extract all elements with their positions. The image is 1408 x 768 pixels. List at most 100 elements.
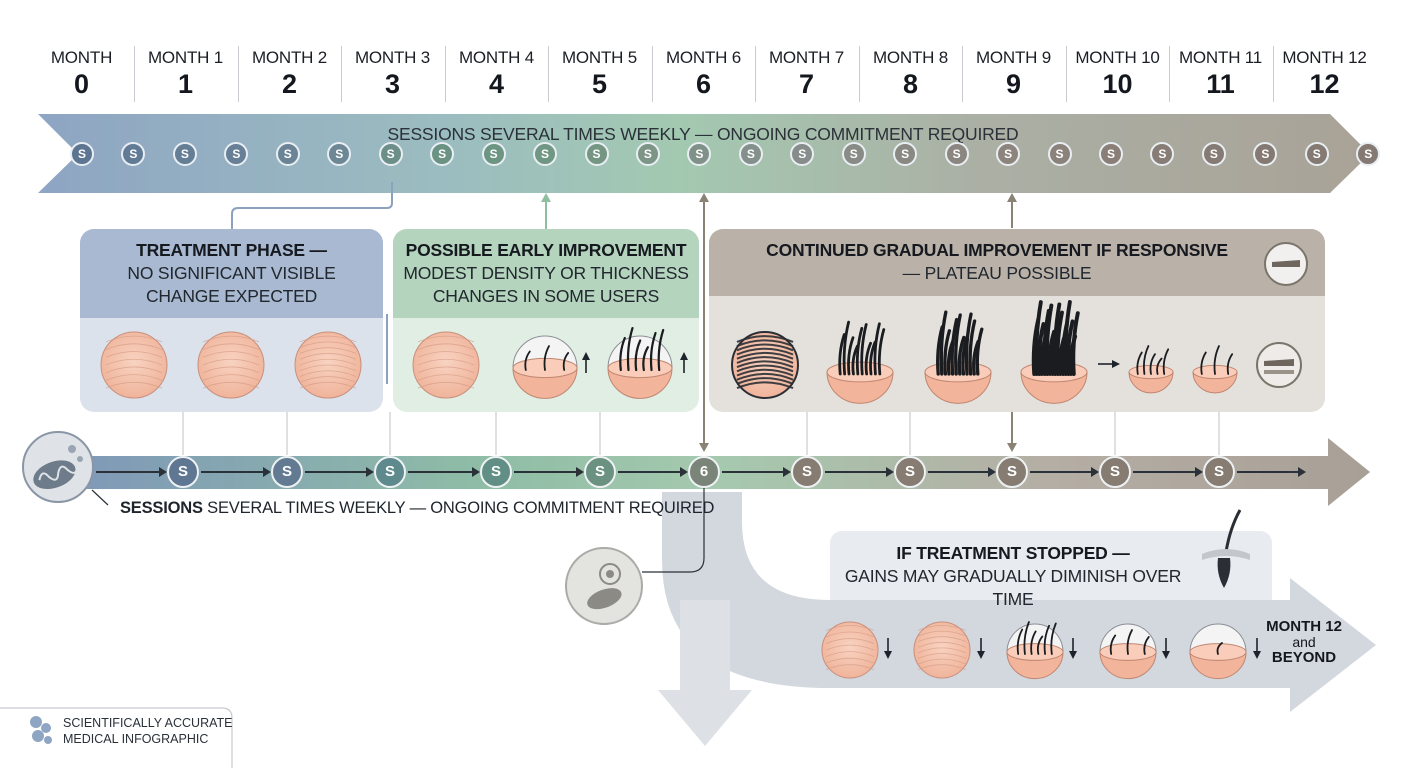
scalp-icon xyxy=(821,621,879,679)
session-marker: S xyxy=(893,142,918,166)
hair-density-icon xyxy=(1128,345,1174,394)
plateau-icon xyxy=(1256,342,1302,388)
footer-line-1: SCIENTIFICALLY ACCURATE xyxy=(63,716,233,730)
session-marker: S xyxy=(944,142,969,166)
session-marker: S xyxy=(70,142,94,166)
session-marker: S xyxy=(275,142,300,166)
session-marker: S xyxy=(738,142,763,166)
session-marker: S xyxy=(791,456,823,488)
session-marker: S xyxy=(841,142,866,166)
timeline-arrow xyxy=(618,471,680,473)
timeline-arrowhead xyxy=(988,467,996,477)
treatment-phase-sub-2: CHANGE EXPECTED xyxy=(145,286,318,306)
footer-badge: SCIENTIFICALLY ACCURATE MEDICAL INFOGRAP… xyxy=(63,715,232,747)
session-marker: S xyxy=(533,142,558,166)
hair-density-icon xyxy=(924,310,992,404)
hair-density-icon xyxy=(1192,345,1238,394)
early-improvement-sub-1: MODEST DENSITY OR THICKNESS xyxy=(403,263,689,283)
timeline-arrow xyxy=(825,471,886,473)
continued-improvement-title: CONTINUED GRADUAL IMPROVEMENT IF RESPONS… xyxy=(766,240,1228,260)
hair-density-icon xyxy=(826,320,894,404)
timeline-arrow xyxy=(305,471,366,473)
timeline-arrowhead xyxy=(886,467,894,477)
stopped-text: IF TREATMENT STOPPED — GAINS MAY GRADUAL… xyxy=(830,543,1196,611)
timeline-arrow xyxy=(408,471,472,473)
session-marker: S xyxy=(1203,456,1235,488)
continued-improvement-sub: — PLATEAU POSSIBLE xyxy=(902,263,1092,283)
timeline-arrowhead xyxy=(1195,467,1203,477)
timeline-arrow xyxy=(96,471,159,473)
scalp-icon xyxy=(100,331,168,399)
session-marker: S xyxy=(374,456,406,488)
timeline-arrow xyxy=(928,471,988,473)
timeline-arrowhead xyxy=(576,467,584,477)
session-marker: S xyxy=(584,142,609,166)
hair-follicle-icon xyxy=(1202,509,1250,588)
timeline-arrowhead xyxy=(472,467,480,477)
session-marker: S xyxy=(1201,142,1226,166)
session-marker: S xyxy=(1047,142,1072,166)
timeline-arrowhead xyxy=(1298,467,1306,477)
hair-density-icon xyxy=(1189,623,1247,680)
session-marker: S xyxy=(1150,142,1175,166)
scalp-icon xyxy=(294,331,362,399)
timeline-arrow xyxy=(1030,471,1091,473)
footer-badge-frame xyxy=(0,707,233,768)
session-marker: S xyxy=(224,142,249,166)
stopped-down-arrow xyxy=(658,600,752,746)
timeline-arrow xyxy=(201,471,263,473)
stopped-panel xyxy=(830,531,1272,600)
dna-icon xyxy=(30,716,52,744)
session-marker: S xyxy=(894,456,926,488)
hair-density-icon xyxy=(1099,623,1157,680)
mitochondria-icon xyxy=(22,431,94,503)
session-marker: S xyxy=(790,142,815,166)
lower-timeline-arrow xyxy=(70,438,1370,506)
timeline-arrow xyxy=(514,471,576,473)
session-marker: S xyxy=(430,142,455,166)
hair-density-icon xyxy=(607,326,673,399)
connector-month3 xyxy=(231,182,393,230)
session-marker: S xyxy=(1356,142,1381,166)
treatment-phase-title: TREATMENT PHASE — xyxy=(136,240,327,260)
session-marker: S xyxy=(1304,142,1329,166)
session-marker: S xyxy=(1253,142,1278,166)
session-marker: S xyxy=(996,456,1028,488)
session-marker: S xyxy=(480,456,512,488)
timeline-arrowhead xyxy=(783,467,791,477)
session-marker: S xyxy=(1099,142,1123,166)
timeline-arrow xyxy=(1237,471,1300,473)
timeline-arrow xyxy=(1133,471,1195,473)
session-marker: S xyxy=(327,142,352,166)
timeline-arrow xyxy=(722,471,783,473)
lower-label-bold: SESSIONS xyxy=(120,499,203,517)
session-marker: S xyxy=(167,456,199,488)
scalp-icon xyxy=(197,331,265,399)
top-banner-text: SESSIONS SEVERAL TIMES WEEKLY — ONGOING … xyxy=(387,124,1019,144)
timeline-arrowhead xyxy=(263,467,271,477)
timeline-arrowhead xyxy=(159,467,167,477)
cell-organelle-icon xyxy=(565,547,643,625)
session-marker: S xyxy=(121,142,146,166)
timeline-arrowhead xyxy=(366,467,374,477)
early-improvement-sub-2: CHANGES IN SOME USERS xyxy=(432,286,660,306)
timeline-arrowhead xyxy=(1091,467,1099,477)
session-marker: S xyxy=(1099,456,1131,488)
scalp-icon xyxy=(412,331,480,399)
scalp-icon xyxy=(913,621,971,679)
hair-density-icon xyxy=(1006,621,1064,680)
month-12-beyond-label: MONTH 12 and BEYOND xyxy=(1266,618,1342,666)
early-improvement-title: POSSIBLE EARLY IMPROVEMENT xyxy=(405,240,687,260)
treatment-phase-sub-1: NO SIGNIFICANT VISIBLE xyxy=(127,263,336,283)
